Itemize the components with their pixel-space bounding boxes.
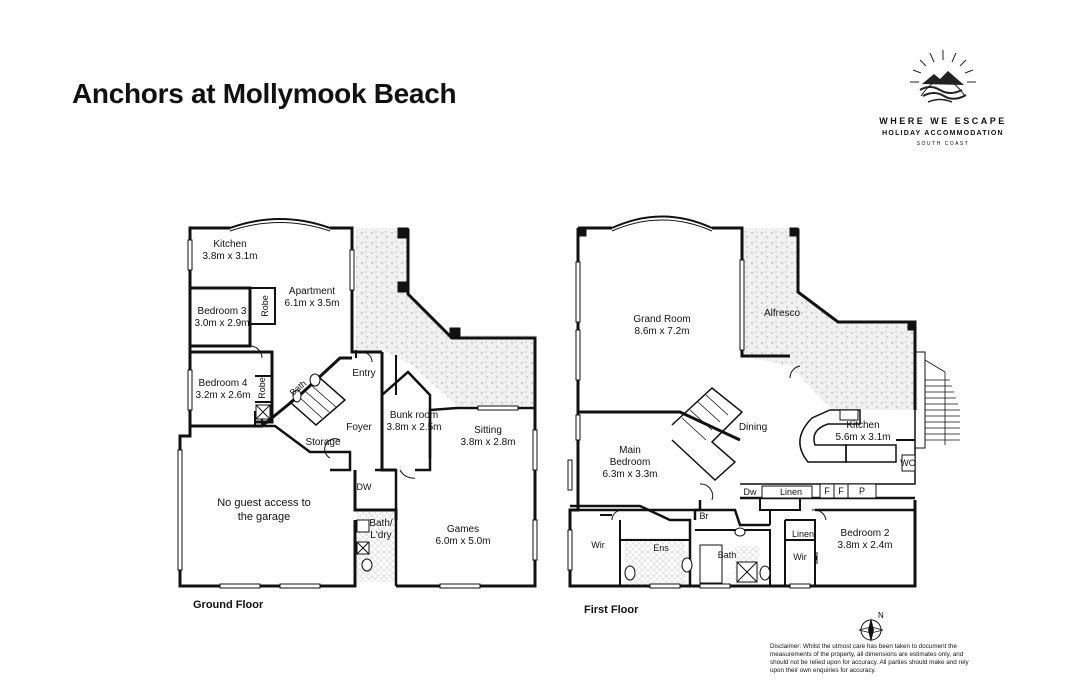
page-title: Anchors at Mollymook Beach bbox=[72, 78, 457, 109]
gf-dw-label: DW bbox=[356, 482, 372, 492]
ff-linen2-label: Linen bbox=[791, 529, 815, 539]
ensuite-tile bbox=[625, 538, 685, 586]
ff-fridge-label-2: F bbox=[838, 486, 844, 496]
company-logo: WHERE WE ESCAPE HOLIDAY ACCOMMODATION SO… bbox=[868, 44, 1018, 154]
ff-wir2-label: Wir bbox=[793, 552, 807, 562]
gf-storage-label: Storage bbox=[305, 437, 341, 448]
disclaimer-text: Disclaimer: Whilst the utmost care has b… bbox=[770, 643, 969, 674]
logo-subtitle: HOLIDAY ACCOMMODATION bbox=[882, 130, 1004, 137]
gf-robe2-label: Robe bbox=[257, 377, 267, 399]
first-floor-plan bbox=[567, 215, 960, 589]
logo-region: SOUTH COAST bbox=[916, 141, 970, 147]
gf-garage-label: No guest access to the garage bbox=[217, 497, 311, 523]
gf-sitting-label: Sitting 3.8m x 2.8m bbox=[460, 425, 516, 448]
gf-games-label: Games 6.0m x 5.0m bbox=[435, 524, 491, 547]
courtyard-paving bbox=[356, 228, 535, 406]
gf-bunk-room-label: Bunk room 3.8m x 2.5m bbox=[386, 410, 442, 433]
gf-robe-label: Robe bbox=[260, 295, 270, 317]
ff-main-bedroom-label: Main Bedroom 6.3m x 3.3m bbox=[602, 445, 658, 480]
ff-bath-label: Bath bbox=[717, 550, 737, 560]
ff-alfresco-label: Alfresco bbox=[763, 308, 801, 319]
ff-linen-label: Linen bbox=[779, 487, 803, 497]
gf-foyer-label: Foyer bbox=[346, 422, 372, 433]
ff-ensuite-label: Ens bbox=[653, 543, 669, 553]
first-floor-label: First Floor bbox=[584, 604, 639, 616]
ff-grand-room-label: Grand Room 8.6m x 7.2m bbox=[633, 314, 691, 337]
alfresco-paving bbox=[742, 228, 915, 410]
ff-wir-label: Wir bbox=[591, 540, 605, 550]
ff-dining-label: Dining bbox=[738, 422, 768, 433]
ground-floor-plan bbox=[177, 218, 538, 589]
gf-apartment-label: Apartment 6.1m x 3.5m bbox=[284, 286, 340, 309]
ground-floor-label: Ground Floor bbox=[193, 599, 264, 611]
ff-br-label: Br bbox=[699, 511, 709, 521]
gf-bath-laundry-label: Bath/ L'dry bbox=[369, 518, 393, 541]
compass-icon: N bbox=[858, 611, 884, 642]
gf-kitchen-label: Kitchen 3.8m x 3.1m bbox=[202, 239, 258, 262]
gf-bedroom3-label: Bedroom 3 3.0m x 2.9m bbox=[194, 306, 250, 329]
compass-north-label: N bbox=[878, 611, 884, 620]
ff-pantry-label: P bbox=[858, 486, 866, 496]
ff-kitchen-label: Kitchen 5.6m x 3.1m bbox=[835, 420, 891, 443]
logo-brand: WHERE WE ESCAPE bbox=[879, 116, 1007, 126]
ff-bedroom2-label: Bedroom 2 3.8m x 2.4m bbox=[837, 528, 893, 551]
ff-dw-label: Dw bbox=[743, 487, 757, 497]
ff-fridge-label-1: F bbox=[824, 486, 830, 496]
gf-entry-label: Entry bbox=[352, 368, 376, 379]
gf-bedroom4-label: Bedroom 4 3.2m x 2.6m bbox=[195, 378, 251, 401]
ff-wo-label: WO bbox=[900, 458, 916, 468]
sun-mountain-icon bbox=[910, 50, 976, 103]
